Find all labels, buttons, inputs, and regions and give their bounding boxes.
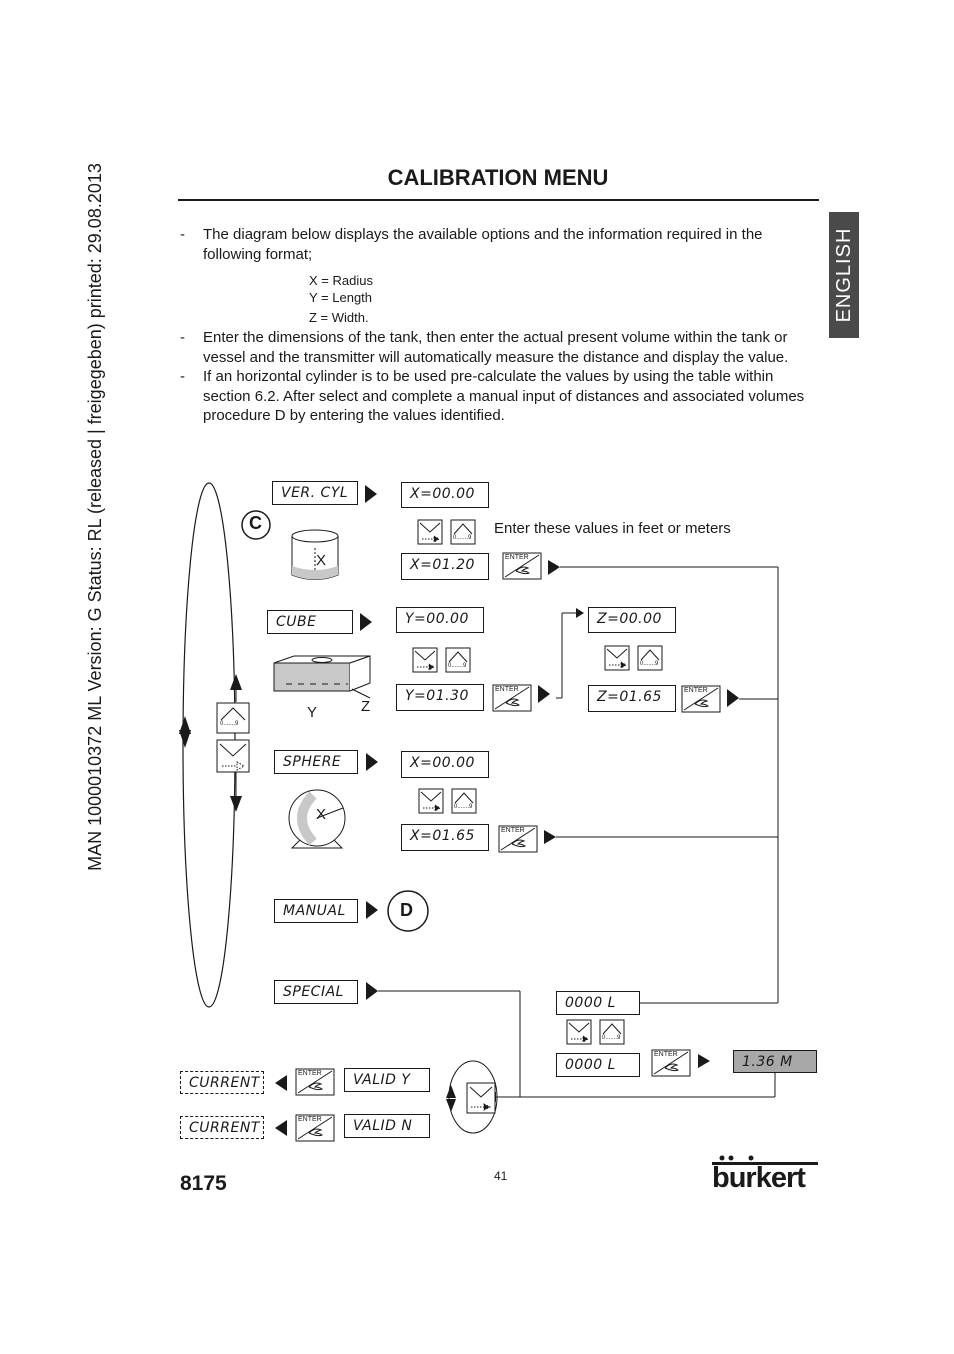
enter-key-label: ENTER [298,1070,322,1077]
valid-no-display: VALID N [344,1114,430,1138]
axis-x-sphere-label: X [316,806,327,823]
menu-manual[interactable]: MANUAL [274,899,358,923]
procedure-c-label: C [249,513,262,533]
digits-label: 0.......9 [448,663,467,669]
current-display-2: CURRENT [180,1116,264,1139]
distance-result: 1.36 M [733,1050,817,1073]
cube-z-entered: Z=01.65 [588,685,676,712]
paragraph-3: - If an horizontal cylinder is to be use… [180,367,820,426]
axis-z-label: Z [361,698,371,715]
page-number: 41 [494,1169,508,1183]
digits-label: 0.......9 [220,721,239,727]
digits-label: 0.......9 [640,661,659,667]
menu-sphere[interactable]: SPHERE [274,750,358,774]
cube-z-initial: Z=00.00 [588,607,676,633]
volume-entered: 0000 L [556,1053,640,1077]
brand-logo: burkert [712,1162,806,1194]
sphere-x-entered: X=01.65 [401,824,489,851]
units-note: Enter these values in feet or meters [494,520,731,537]
valid-yes-display: VALID Y [344,1068,430,1092]
paragraph-1: - The diagram below displays the availab… [180,225,820,264]
title-rule [178,199,819,201]
enter-key-label: ENTER [654,1051,678,1058]
ver-cyl-x-entered: X=01.20 [401,553,489,580]
cube-y-initial: Y=00.00 [396,607,484,633]
enter-key-label: ENTER [298,1116,322,1123]
paragraph-text: If an horizontal cylinder is to be used … [203,368,805,425]
menu-cube[interactable]: CUBE [267,610,353,634]
enter-key-label: ENTER [495,686,519,693]
sphere-x-initial: X=00.00 [401,751,489,778]
legend-z: Z = Width. [309,310,369,325]
enter-key-label: ENTER [501,827,525,834]
legend-y: Y = Length [309,290,373,305]
language-tab: ENGLISH [829,212,859,338]
paragraph-text: The diagram below displays the available… [203,226,763,263]
model-number: 8175 [180,1172,227,1195]
cube-y-entered: Y=01.30 [396,684,484,711]
paragraph-text: Enter the dimensions of the tank, then e… [203,329,789,366]
digits-label: 0.......9 [453,535,472,541]
procedure-d-label: D [400,900,413,920]
legend-x: X = Radius [309,273,373,288]
page-title: CALIBRATION MENU [387,165,609,190]
enter-key-label: ENTER [505,554,529,561]
current-display-1: CURRENT [180,1071,264,1094]
up-key-icon [216,702,250,734]
paragraph-2: - Enter the dimensions of the tank, then… [180,328,820,367]
menu-special[interactable]: SPECIAL [274,980,358,1004]
down-key-icon [216,739,250,773]
axis-y-label: Y [307,704,318,721]
enter-key-label: ENTER [684,687,708,694]
ver-cyl-x-initial: X=00.00 [401,482,489,508]
digits-label: 0.......9 [454,804,473,810]
menu-ver-cyl[interactable]: VER. CYL [272,481,358,505]
volume-initial: 0000 L [556,991,640,1015]
axis-x-label: X [316,552,327,569]
digits-label: 0.......9 [602,1035,621,1041]
